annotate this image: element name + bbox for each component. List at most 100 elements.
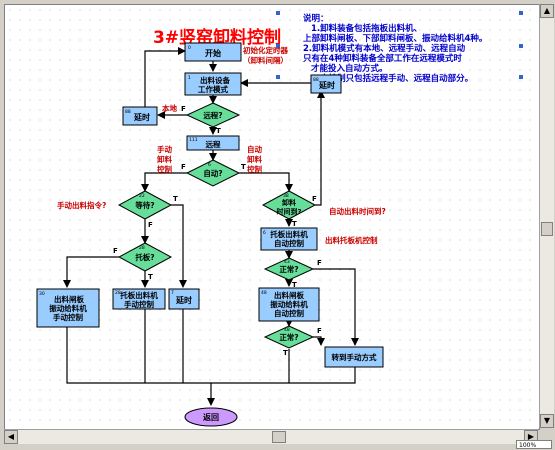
delay-top-box[interactable]: 88 延时 [310, 74, 342, 94]
vertical-scroll-thumb[interactable] [541, 222, 553, 236]
gate-feeder-manual-label: 振动给料机 [49, 303, 87, 313]
start-label: 开始 [205, 48, 221, 58]
node-id: 28 [115, 290, 121, 296]
notes-line: 只有在4种卸料装备全部工作在远程模式时 [303, 53, 462, 64]
node-id: 48 [284, 327, 290, 333]
normal-decision-2-label: 正常? [279, 332, 298, 342]
return-node[interactable]: 返回 [184, 407, 238, 427]
node-id: 7 [171, 290, 174, 296]
remote-box[interactable]: 111 远程 [186, 135, 240, 151]
node-id: 28 [139, 245, 145, 251]
zoom-selector[interactable]: 100% [516, 440, 552, 449]
discharge-time-label: 时间到? [276, 207, 301, 216]
flow-nodes: 0 开始 1 出料设备 工作模式 88 延时 88 延时 [36, 42, 384, 368]
return-label: 返回 [203, 412, 219, 422]
manual-discharge-note: 卸料 [157, 154, 172, 164]
branch-f-label: F [181, 163, 186, 171]
diagram-canvas[interactable]: 3#竖窑卸料控制 说明： 1.卸料装备包括拖板出料机、 上部卸料闸板、下部卸料闸… [4, 4, 540, 430]
auto-discharge-note: 自动 [247, 144, 262, 154]
delay-top-label: 延时 [318, 80, 335, 90]
out-mode-box[interactable]: 1 出料设备 工作模式 [184, 72, 242, 96]
connectors [63, 47, 359, 406]
horizontal-scrollbar[interactable]: ◀ ▶ [4, 429, 538, 444]
auto-decision[interactable]: 6 自动? [185, 159, 241, 187]
out-mode-label: 工作模式 [198, 84, 228, 94]
wait-decision-label: 等待? [135, 200, 154, 210]
local-note: 本地 [161, 103, 177, 113]
delay-mid-label: 延时 [175, 295, 192, 305]
tray-ctrl-note: 出料托板机控制 [325, 235, 378, 245]
tray-decision[interactable]: 28 托板? [117, 242, 173, 272]
branch-f-label: F [181, 105, 186, 113]
tray-auto-box[interactable]: 6 托板出料机 自动控制 [260, 227, 318, 251]
gate-feeder-auto-label: 出料闸板 [274, 290, 304, 300]
notes-line: 1.卸料装备包括拖板出料机、 [311, 23, 422, 34]
notes-line: 上部卸料闸板、下部卸料闸板、振动给料机4种。 [303, 33, 487, 44]
branch-t-label: T [148, 273, 153, 281]
manual-cmd-note: 手动出料指令? [57, 200, 106, 210]
switch-manual-label: 转到手动方式 [332, 352, 377, 362]
branch-t-label: T [216, 127, 221, 135]
discharge-time-label: 卸料 [282, 198, 296, 207]
node-id: 6 [208, 162, 211, 168]
node-id: 88 [125, 109, 131, 115]
node-id: 30 [39, 291, 45, 297]
node-id: 22 [139, 193, 145, 199]
branch-f-label: F [317, 327, 322, 335]
tray-decision-label: 托板? [135, 252, 154, 262]
scroll-down-icon[interactable]: ▼ [540, 414, 554, 428]
auto-discharge-note: 控制 [247, 164, 262, 174]
horizontal-scroll-thumb[interactable] [272, 431, 286, 443]
gate-feeder-auto-label: 自动控制 [274, 308, 304, 318]
node-id: 111 [189, 137, 198, 143]
tray-manual-box[interactable]: 28 托板出料机 手动控制 [112, 288, 166, 310]
init-timer-note: 初始化定时器 [243, 45, 288, 55]
remote-decision-label: 远程? [203, 111, 222, 120]
tray-auto-label: 托板出料机 [270, 229, 308, 239]
branch-f-label: F [312, 195, 317, 203]
vertical-scrollbar[interactable]: ▲ ▼ [539, 4, 554, 428]
normal-decision-1-label: 正常? [279, 264, 298, 274]
notes-line: 才能投入自动方式。 [310, 63, 388, 74]
delay-mid-box[interactable]: 7 延时 [168, 288, 200, 310]
notes-block: 说明： 1.卸料装备包括拖板出料机、 上部卸料闸板、下部卸料闸板、振动给料机4种… [303, 13, 487, 84]
annotations: 初始化定时器 （卸料间隔） 本地 手动 卸料 控制 自动 卸料 控制 手动出料指… [57, 45, 386, 245]
branch-f-label: F [148, 221, 153, 229]
gate-feeder-manual-box[interactable]: 30 出料闸板 振动给料机 手动控制 [36, 288, 100, 328]
branch-t-label: T [292, 281, 297, 289]
discharge-time-decision[interactable]: 38 卸料 时间到? [261, 190, 317, 220]
selection-handles [276, 11, 523, 79]
init-timer-note: （卸料间隔） [243, 55, 288, 65]
manual-discharge-note: 手动 [157, 144, 172, 154]
scroll-up-icon[interactable]: ▲ [540, 4, 554, 18]
notes-line: 2.卸料机模式有本地、远程手动、远程自动 [303, 43, 466, 54]
branch-t-label: T [292, 220, 297, 228]
auto-time-note: 自动出料时间到? [329, 206, 386, 216]
branch-f-label: F [113, 247, 118, 255]
remote-decision[interactable]: 远程? [185, 102, 241, 128]
out-mode-label: 出料设备 [200, 75, 230, 85]
delay-left-box[interactable]: 88 延时 [122, 106, 158, 126]
delay-left-label: 延时 [133, 112, 150, 122]
auto-decision-label: 自动? [203, 168, 222, 178]
start-box[interactable]: 0 开始 [184, 42, 242, 62]
node-id: 1 [188, 75, 191, 81]
node-id: 0 [188, 45, 191, 51]
tray-manual-label: 手动控制 [124, 299, 154, 309]
node-id: 88 [313, 77, 319, 83]
wait-decision[interactable]: 22 等待? [117, 190, 173, 220]
node-id: 43 [284, 259, 290, 265]
scroll-left-icon[interactable]: ◀ [4, 430, 18, 444]
switch-manual-box[interactable]: 转到手动方式 [324, 346, 384, 368]
auto-discharge-note: 卸料 [247, 154, 262, 164]
notes-line: 3.本控制只包括远程手动、远程自动部分。 [311, 73, 473, 84]
normal-decision-1[interactable]: 43 正常? [263, 257, 315, 281]
node-id: 38 [283, 193, 289, 199]
gate-feeder-auto-box[interactable]: 48 出料闸板 振动给料机 自动控制 [258, 287, 320, 322]
normal-decision-2[interactable]: 48 正常? [263, 325, 315, 349]
decision-nodes: 远程? 6 自动? 22 等待? 38 卸料 时间到? [117, 102, 317, 349]
remote-label: 远程 [206, 140, 221, 149]
branch-f-label: F [317, 259, 322, 267]
gate-feeder-manual-label: 手动控制 [53, 312, 83, 322]
